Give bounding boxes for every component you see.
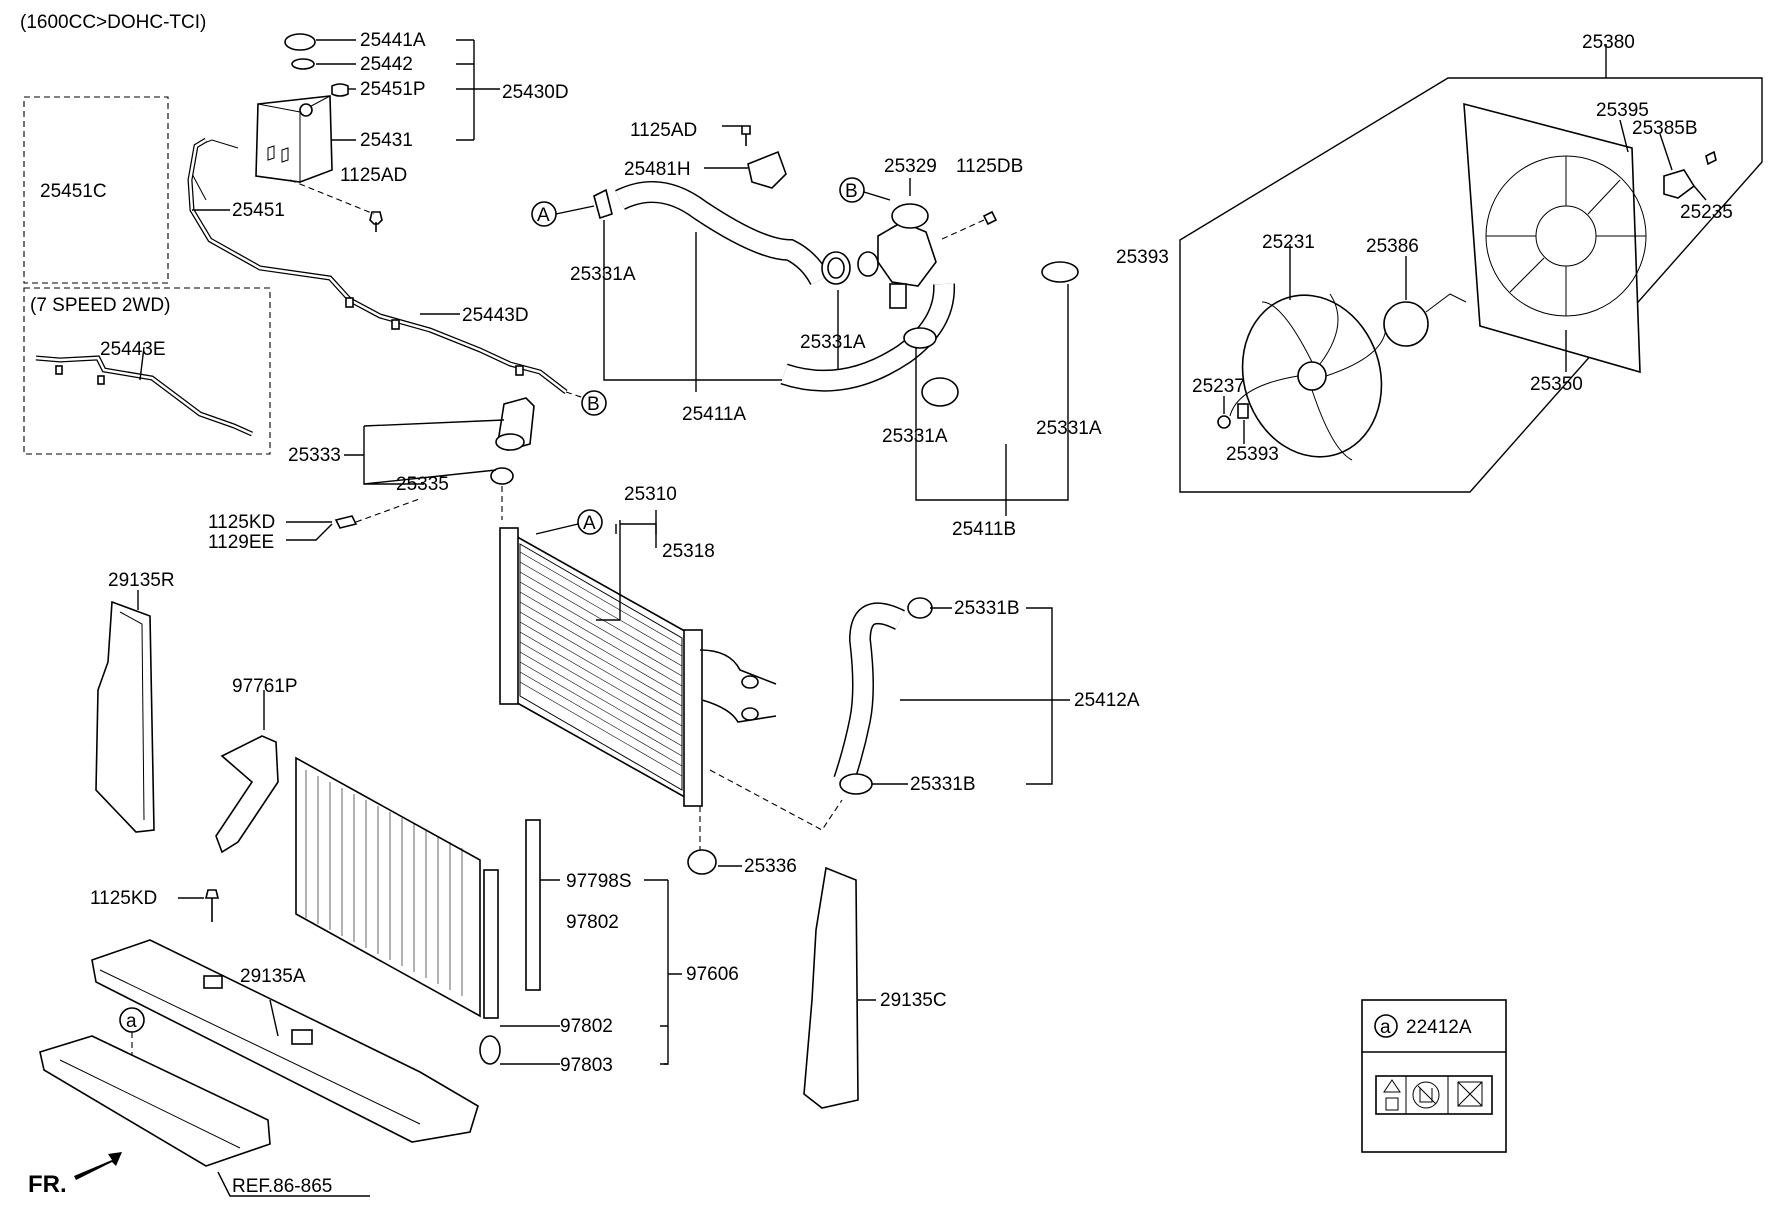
part-25393-lower: 25393 (1226, 444, 1279, 465)
part-25331B-upper: 25331B (954, 598, 1020, 619)
part-25393-upper: 25393 (1116, 247, 1169, 268)
option-box-7-speed: (7 SPEED 2WD) 25443E (23, 287, 271, 455)
bracket-97761P: 97761P (215, 676, 298, 854)
part-97798S: 97798S (566, 871, 632, 892)
svg-text:B: B (845, 181, 858, 202)
upper-hose-25411A: 1125AD 25481H 25331A 25331A 25411A (570, 120, 866, 425)
part-25336: 25336 (744, 856, 797, 877)
part-97803: 97803 (560, 1055, 613, 1076)
hand-prohibited-icon (1412, 1081, 1440, 1109)
o-ring (291, 58, 315, 70)
part-25237: 25237 (1192, 376, 1245, 397)
air-guard-29135C: 29135C (803, 866, 947, 1109)
part-1125KD-cover: 1125KD (90, 888, 157, 909)
part-25412A: 25412A (1074, 690, 1140, 711)
reservoir-tank-group: 25441A 25442 25451P 25430D 25431 1125AD (189, 30, 569, 232)
part-25350: 25350 (1530, 374, 1583, 395)
part-97761P: 97761P (232, 676, 298, 697)
part-25430D: 25430D (502, 82, 569, 103)
part-1125AD-tank: 1125AD (340, 165, 407, 186)
warning-triangle-icon (1383, 1079, 1401, 1111)
part-25451P: 25451P (360, 79, 426, 100)
fan-hazard-icon (1457, 1081, 1483, 1107)
part-1125KD-mount: 1125KD (208, 512, 275, 533)
svg-text:A: A (537, 205, 550, 226)
part-25331A-lower-left: 25331A (882, 426, 948, 447)
reservoir-cap (284, 33, 316, 51)
air-guard-29135R: 29135R (95, 570, 175, 833)
svg-text:a: a (126, 1011, 137, 1032)
circle-marker-small-a-legend (1374, 1014, 1398, 1038)
cover-29135A: 1125KD 29135A (90, 888, 479, 1143)
part-22412A: 22412A (1406, 1017, 1472, 1038)
part-29135A: 29135A (240, 966, 306, 987)
part-25331A-mid: 25331A (800, 332, 866, 353)
hose-line-25443D: 25451 25443D (187, 137, 585, 399)
part-25431: 25431 (360, 130, 413, 151)
svg-text:B: B (587, 394, 600, 415)
part-29135C: 29135C (880, 990, 947, 1011)
condenser-97606: 97798S 97802 97606 97802 97803 (295, 756, 739, 1076)
part-25443E: 25443E (100, 339, 166, 360)
front-arrow-icon (74, 1152, 122, 1180)
part-1125AD-bracket: 1125AD (630, 120, 697, 141)
part-25411B: 25411B (952, 519, 1016, 540)
svg-text:A: A (583, 513, 596, 534)
part-25231: 25231 (1262, 232, 1315, 253)
speed-option-label: (7 SPEED 2WD) (30, 295, 170, 316)
circle-marker-b2: B (839, 177, 891, 203)
part-25451C: 25451C (40, 181, 107, 202)
part-29135R: 29135R (108, 570, 175, 591)
part-25333: 25333 (288, 445, 341, 466)
part-25329: 25329 (884, 156, 937, 177)
hose-fitting (331, 83, 349, 97)
radiator-25310: 25310 25318 25336 (499, 484, 843, 877)
part-25443D: 25443D (462, 305, 529, 326)
ref-label: REF.86-865 (232, 1176, 332, 1197)
part-25331A-lower-right: 25331A (1036, 418, 1102, 439)
part-25331B-lower: 25331B (910, 774, 976, 795)
part-25235: 25235 (1680, 202, 1733, 223)
lower-cover-ref: a REF.86-865 FR. (28, 1007, 370, 1198)
part-25385B: 25385B (1632, 118, 1698, 139)
part-97802-lower: 97802 (560, 1016, 613, 1037)
part-25481H: 25481H (624, 159, 691, 180)
circle-marker-b1: B (581, 390, 607, 416)
circle-marker-a1: A (531, 201, 595, 227)
bolt (369, 211, 383, 232)
option-box-25451C: 25451C (23, 96, 169, 284)
part-25386: 25386 (1366, 236, 1419, 257)
circle-marker-a2: A (535, 509, 603, 535)
svg-text:a: a (1380, 1017, 1391, 1038)
engine-spec-label: (1600CC>DOHC-TCI) (20, 12, 206, 33)
mount-bracket-group: 25333 25335 1125KD 1129EE (208, 397, 535, 553)
reservoir-tank (255, 95, 333, 183)
part-25411A: 25411A (682, 404, 746, 425)
part-97802-upper: 97802 (566, 912, 619, 933)
part-25380: 25380 (1582, 32, 1635, 53)
part-25335: 25335 (396, 474, 449, 495)
part-1125DB: 1125DB (956, 156, 1023, 177)
thermostat-housing-25329: 25329 1125DB (857, 156, 1023, 309)
part-97606: 97606 (686, 964, 739, 985)
warning-label-22412A: a 22412A (1361, 999, 1507, 1153)
front-label: FR. (28, 1171, 67, 1198)
part-25331A-left: 25331A (570, 264, 636, 285)
part-25318: 25318 (662, 541, 715, 562)
fan-assembly-25380: 25380 25350 25395 25385B 25235 25231 253… (1116, 32, 1763, 493)
lower-radiator-hose-25412A: 25331B 25331B 25412A (833, 597, 1140, 795)
part-1129EE: 1129EE (208, 532, 274, 553)
part-25310: 25310 (624, 484, 677, 505)
part-25451: 25451 (232, 200, 285, 221)
part-25441A: 25441A (360, 30, 426, 51)
part-25442: 25442 (360, 54, 413, 75)
part-25395: 25395 (1596, 100, 1649, 121)
lower-hose-25411B: 25331A 25331A 25411B (780, 261, 1102, 540)
